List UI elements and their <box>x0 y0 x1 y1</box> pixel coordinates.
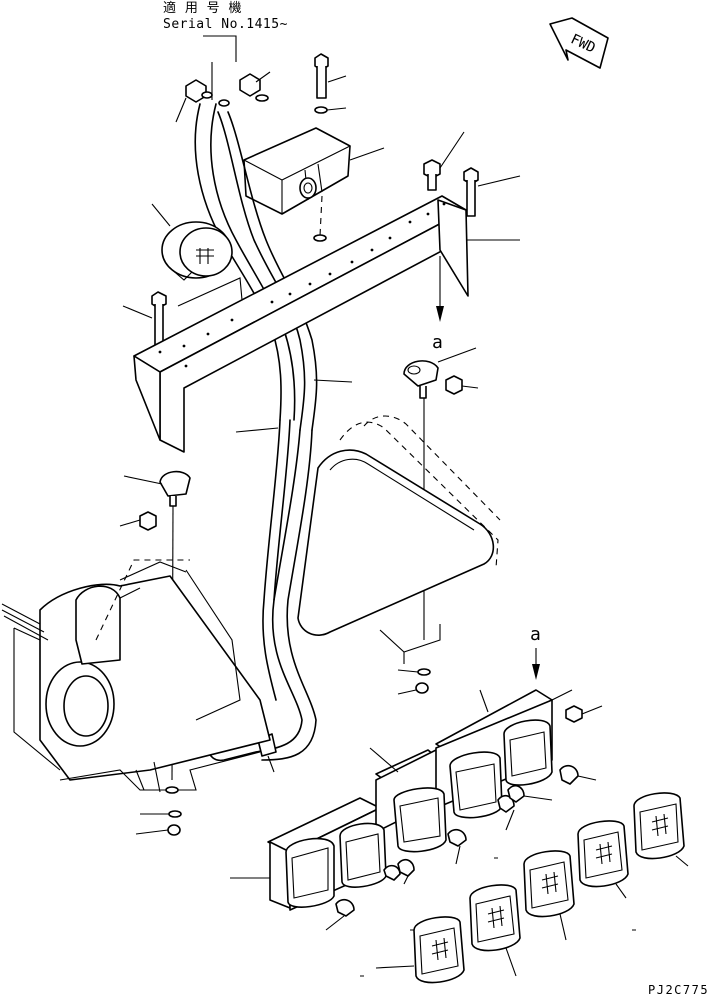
drawing-code: PJ2C775 <box>648 983 709 997</box>
relay-box <box>243 127 385 242</box>
serial-number-label: Serial No.1415~ <box>163 17 288 32</box>
forward-arrow-icon: FWD <box>549 17 609 69</box>
machine-frame <box>1 559 271 794</box>
bolt-top <box>314 53 347 114</box>
lamp-lenses <box>375 792 689 984</box>
view-a-label-top: a <box>432 332 443 353</box>
washers-lower-left <box>135 810 182 836</box>
washer-left <box>201 91 230 107</box>
round-work-lamp <box>151 203 243 307</box>
serial-bracket <box>203 35 237 100</box>
washers-lower-right <box>397 668 431 695</box>
view-a-arrow-top: a <box>432 256 444 353</box>
view-a-arrow-bottom: a <box>530 624 541 680</box>
bolts-upper-right <box>423 131 521 217</box>
view-a-label-bottom: a <box>530 624 541 645</box>
bolt-left <box>122 291 167 347</box>
leader-stubs <box>360 857 636 977</box>
rear-lamp-assembly <box>230 689 603 911</box>
bulbs <box>325 764 597 931</box>
nut-left <box>175 79 207 123</box>
mounting-bracket <box>133 195 520 453</box>
applicable-serial-label: 適 用 号 機 <box>163 1 242 16</box>
fuel-tank <box>297 415 501 664</box>
nut-upper <box>239 71 271 102</box>
